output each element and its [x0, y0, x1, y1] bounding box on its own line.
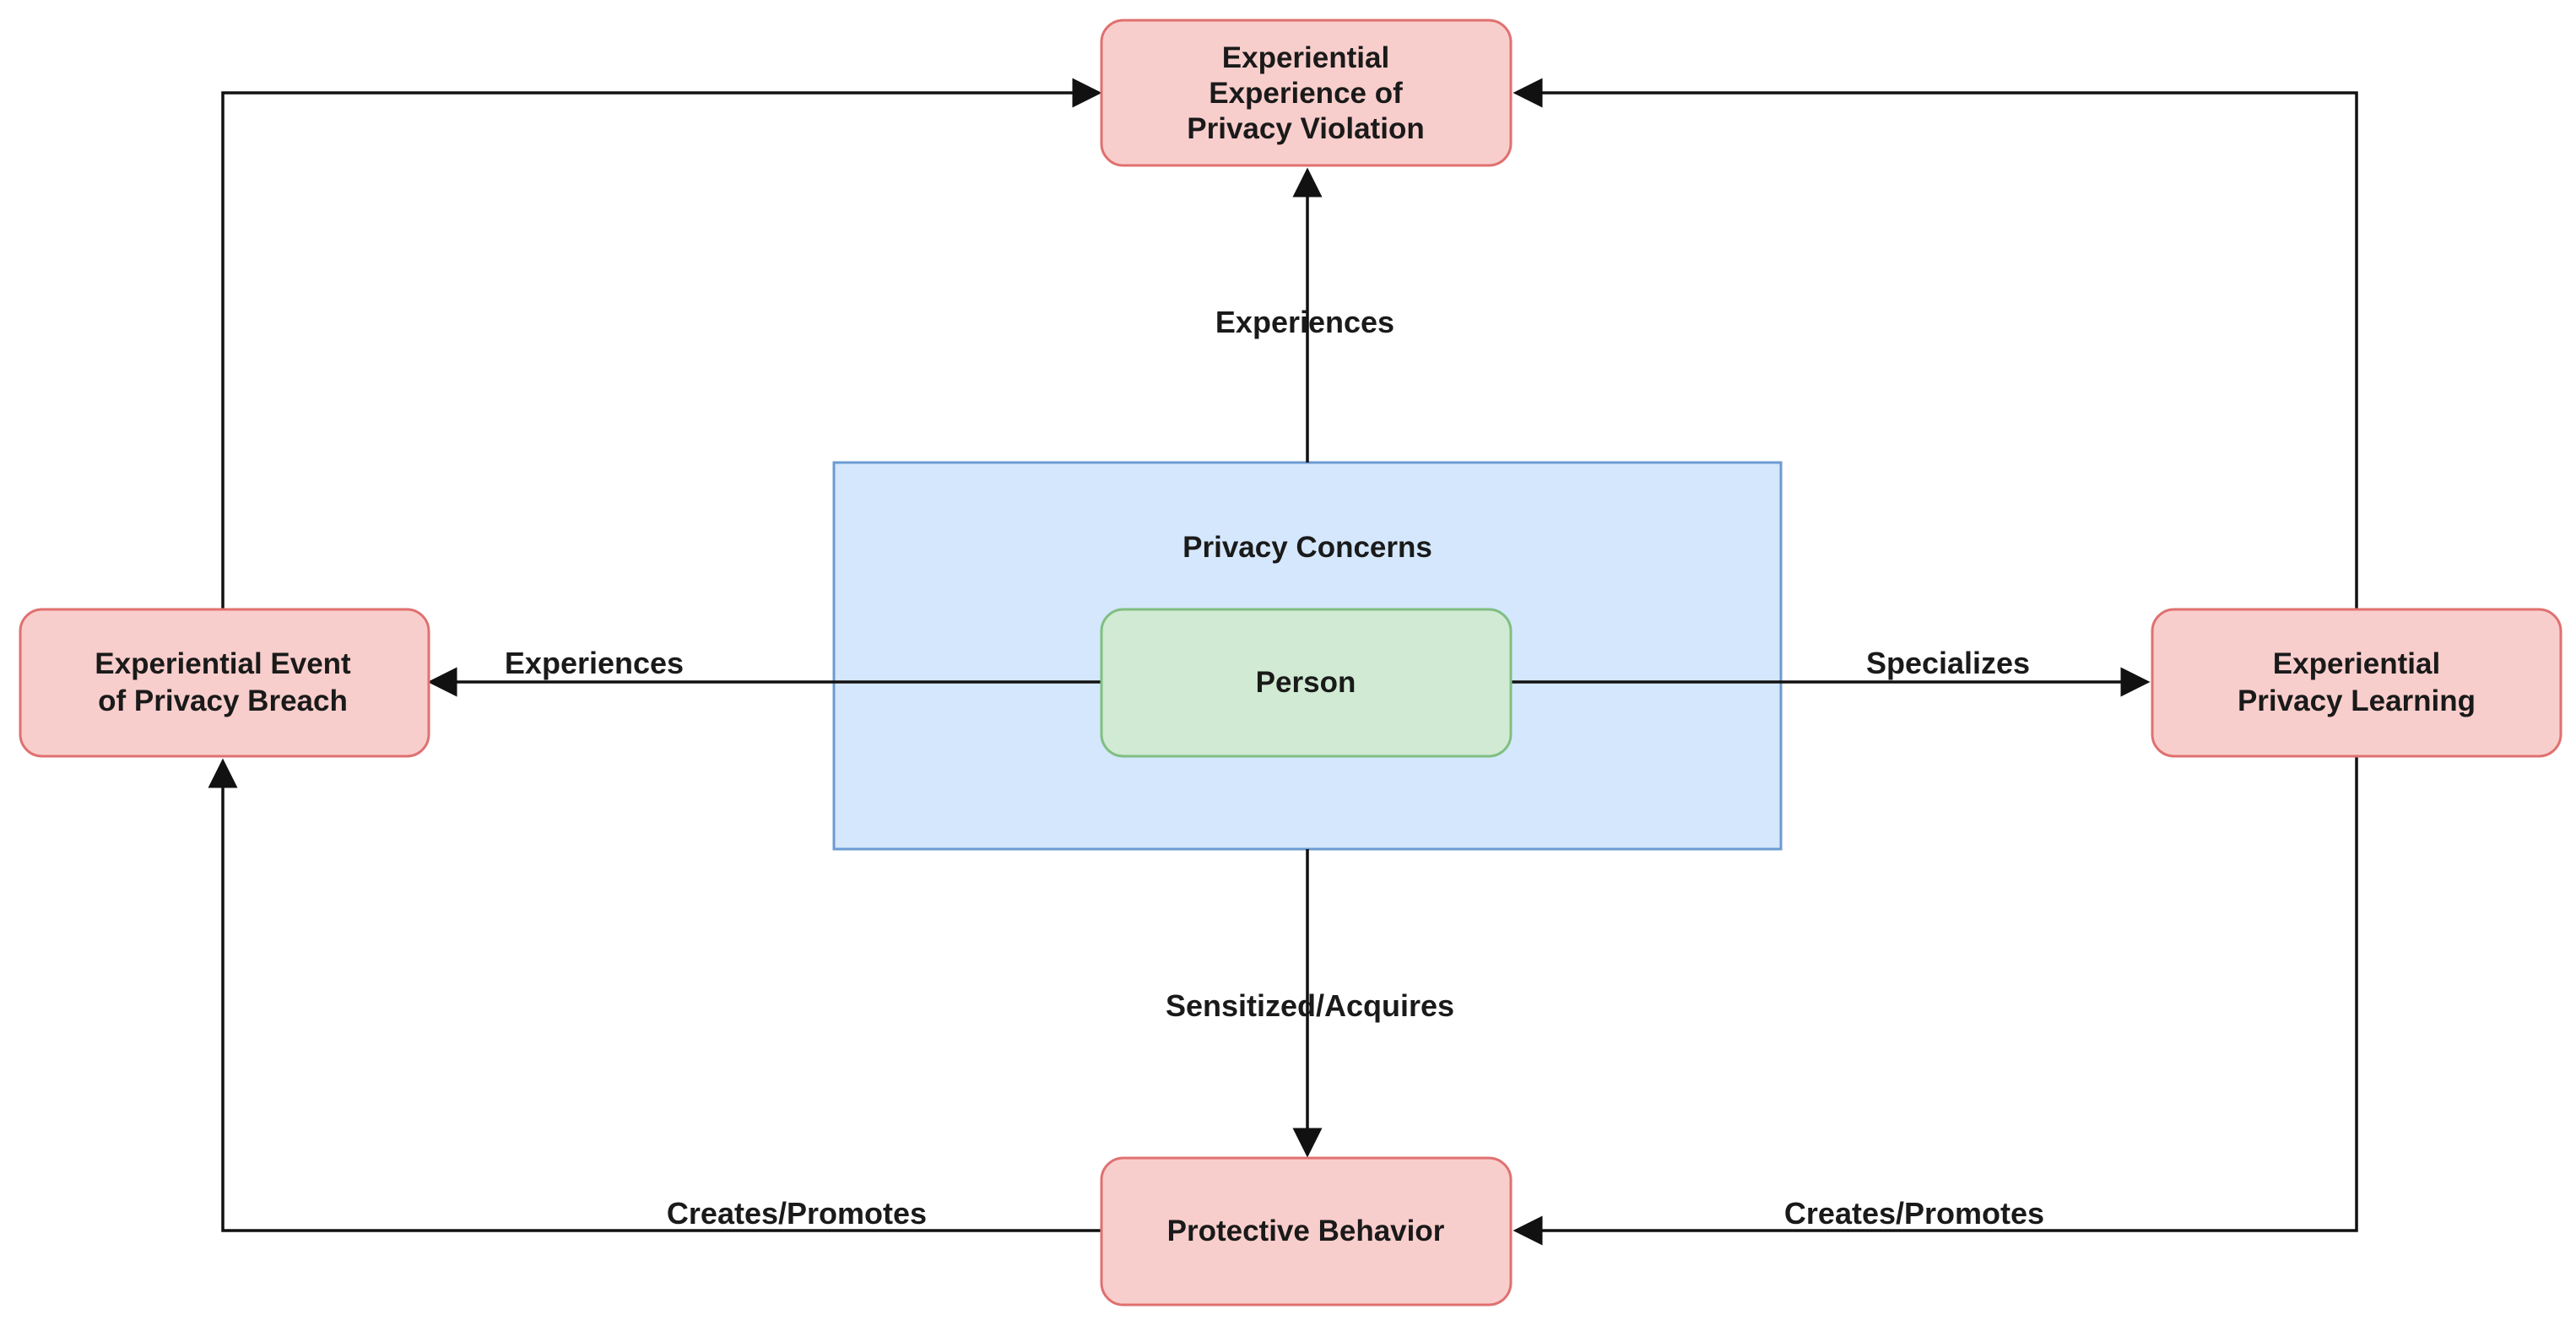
edge-protective-to-breach	[208, 758, 1101, 1232]
edge-learning-to-protective	[1513, 756, 2358, 1246]
privacy-violation-label-line2: Experience of	[1209, 77, 1403, 110]
edge-label-sensitized-acquires: Sensitized/Acquires	[1166, 988, 1454, 1023]
privacy-learning-label-line2: Privacy Learning	[2238, 684, 2476, 717]
privacy-violation-label-line1: Experiential	[1222, 41, 1389, 74]
privacy-concerns-label: Privacy Concerns	[1182, 531, 1432, 564]
privacy-breach-label-line1: Experiential Event	[95, 647, 351, 680]
privacy-learning-label-line1: Experiential	[2273, 647, 2440, 680]
person-node[interactable]: Person	[1100, 608, 1513, 758]
privacy-violation-label-line3: Privacy Violation	[1187, 112, 1424, 145]
person-label: Person	[1256, 666, 1356, 699]
privacy-violation-node[interactable]: Experiential Experience of Privacy Viola…	[1100, 19, 1513, 167]
protective-behavior-node[interactable]: Protective Behavior	[1100, 1156, 1513, 1307]
edge-label-creates-promotes-right: Creates/Promotes	[1784, 1196, 2044, 1231]
privacy-breach-label-line2: of Privacy Breach	[98, 684, 348, 717]
privacy-breach-node[interactable]: Experiential Event of Privacy Breach	[19, 608, 430, 758]
edge-breach-to-violation	[221, 78, 1102, 609]
edge-learning-to-violation	[1513, 78, 2358, 609]
privacy-learning-node[interactable]: Experiential Privacy Learning	[2151, 608, 2562, 758]
protective-behavior-label: Protective Behavior	[1167, 1215, 1445, 1247]
edge-label-experiences-top: Experiences	[1215, 305, 1394, 339]
edge-label-creates-promotes-left: Creates/Promotes	[667, 1196, 927, 1231]
edge-label-experiences-left: Experiences	[505, 646, 684, 680]
edge-label-specializes: Specializes	[1866, 646, 2030, 680]
